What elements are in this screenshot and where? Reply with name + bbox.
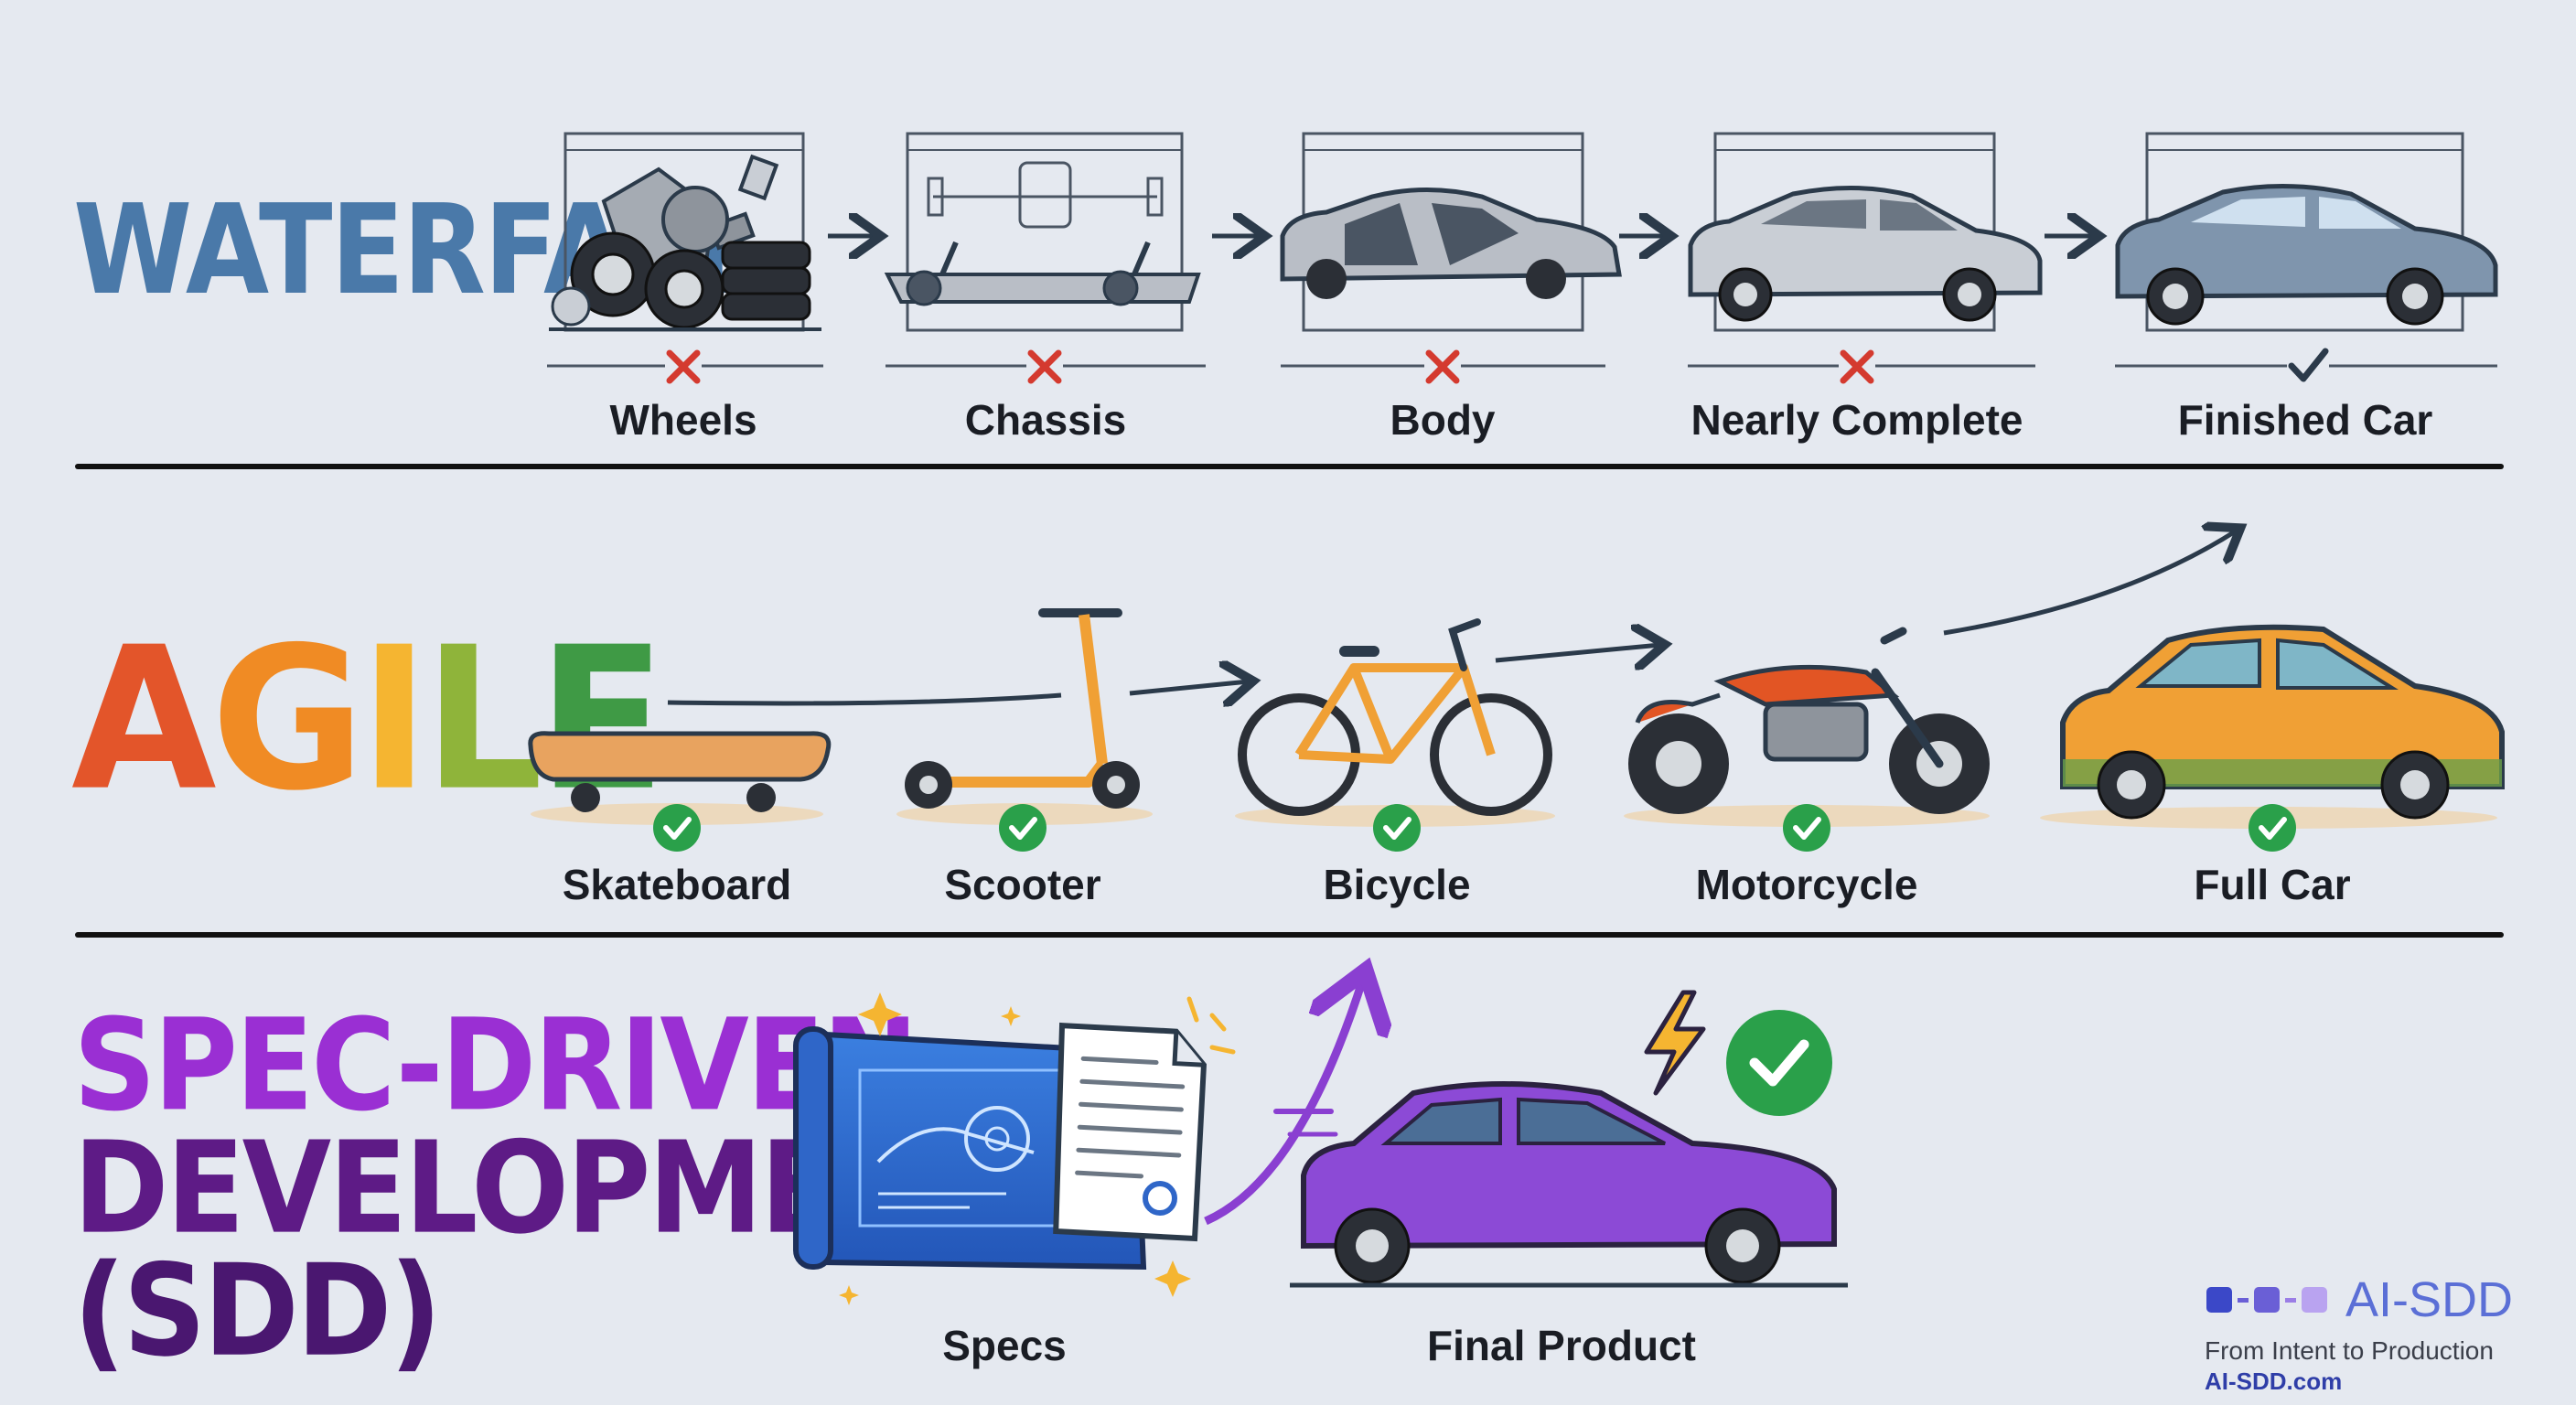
step-label-nearly-complete: Nearly Complete (1690, 396, 2023, 444)
tire-stack (721, 241, 811, 321)
step-label-wheels: Wheels (609, 396, 757, 444)
check-mark-icon (2287, 348, 2329, 384)
finished-car-illustration (2115, 132, 2498, 332)
lightning-icon (1644, 990, 1706, 1096)
agile-flow-line (667, 692, 1062, 706)
brand-tagline: From Intent to Production (2205, 1336, 2494, 1365)
sparkle-icon (839, 992, 1191, 1305)
divider-waterfall-agile (75, 464, 2504, 469)
cross-mark-icon (665, 349, 702, 384)
scooter-illustration (905, 608, 1140, 809)
nearly-complete-car-illustration (1688, 132, 2043, 332)
waterfall-status-row (547, 348, 2497, 384)
step-label-specs: Specs (942, 1322, 1067, 1369)
brand-name: AI-SDD (2345, 1272, 2514, 1327)
cross-mark-icon (1839, 349, 1875, 384)
sdd-title-line-1: SPEC-DRIVEN (73, 991, 918, 1140)
brand-logo-icon (2206, 1287, 2327, 1313)
agile-title-letter: A (71, 606, 217, 835)
step-label-final-product: Final Product (1427, 1322, 1696, 1369)
check-circle-icon (1783, 804, 1830, 852)
final-product-car-illustration (1273, 1081, 1848, 1288)
divider-agile-sdd (75, 932, 2504, 938)
agile-flow-arrow (1943, 531, 2237, 636)
spec-document-icon (1053, 1022, 1208, 1242)
step-label-chassis: Chassis (964, 396, 1127, 444)
check-circle-icon (1726, 1010, 1832, 1116)
check-circle-icon (653, 804, 701, 852)
sdd-flow-arrow (1204, 979, 1363, 1226)
wheels-illustration (549, 132, 821, 332)
step-label-full-car: Full Car (2194, 861, 2351, 908)
body-illustration (1280, 132, 1622, 332)
brand-block: AI-SDD From Intent to Production AI-SDD.… (2205, 1267, 2561, 1396)
chassis-illustration (884, 132, 1201, 332)
brand-url[interactable]: AI-SDD.com (2205, 1367, 2343, 1395)
step-label-skateboard: Skateboard (562, 861, 792, 908)
brand-logo-row: AI-SDD (2205, 1267, 2561, 1333)
sdd-title-line-3: (SDD) (73, 1237, 442, 1385)
agile-title-letter: I (359, 606, 429, 835)
agile-flow-arrow (1129, 681, 1249, 693)
step-label-finished-car: Finished Car (2177, 396, 2433, 444)
skateboard-illustration (528, 731, 832, 812)
step-label-motorcycle: Motorcycle (1695, 861, 1918, 908)
agile-title-letter: L (424, 606, 543, 835)
step-label-body: Body (1390, 396, 1496, 444)
full-car-illustration (2060, 624, 2505, 820)
step-label-scooter: Scooter (944, 861, 1101, 908)
check-circle-icon (1373, 804, 1421, 852)
motorcycle-illustration (1628, 627, 1990, 814)
sparkle-rays-icon (1186, 996, 1236, 1055)
agile-title: AGILE (71, 606, 666, 835)
agile-title-letter: G (210, 606, 365, 835)
agile-title-letter: E (537, 606, 666, 835)
cross-mark-icon (1424, 349, 1461, 384)
step-label-bicycle: Bicycle (1323, 861, 1471, 908)
check-circle-icon (2249, 804, 2296, 852)
bicycle-illustration (1238, 618, 1552, 816)
agile-flow-arrow (1495, 645, 1660, 660)
cross-mark-icon (1026, 349, 1063, 384)
check-circle-icon (999, 804, 1046, 852)
